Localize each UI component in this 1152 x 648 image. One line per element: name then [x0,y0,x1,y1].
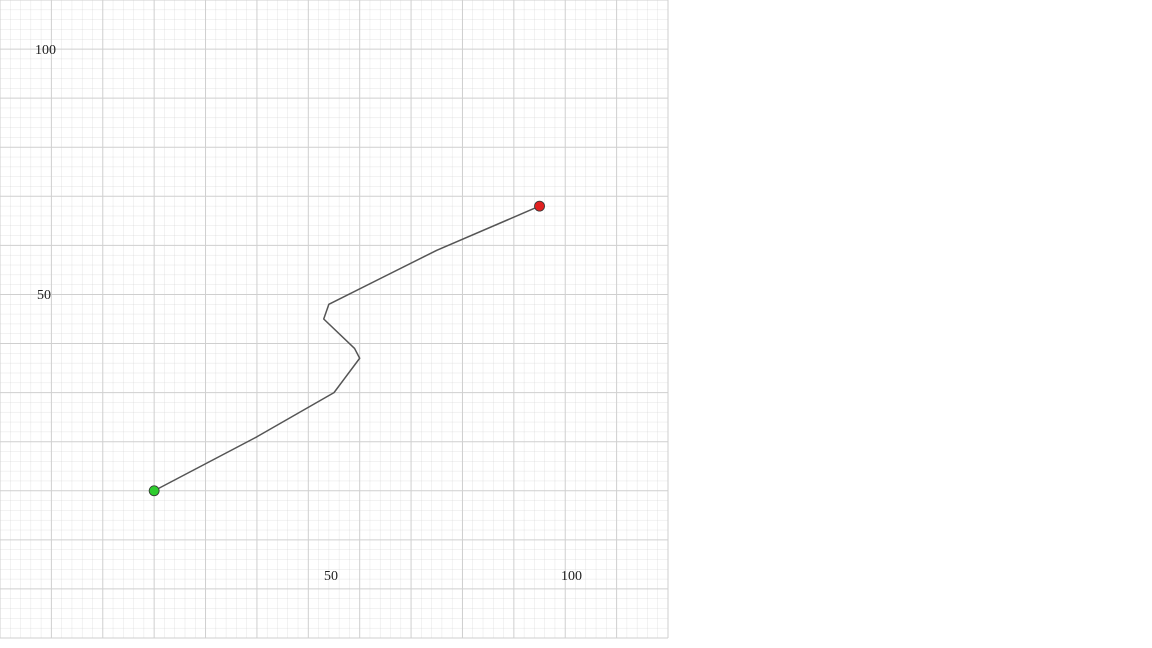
axes: 100 50 50 100 [35,43,582,584]
grid [0,0,669,639]
end-point-marker [534,200,545,212]
y-tick-label-50: 50 [37,288,51,303]
x-tick-label-100: 100 [561,569,582,584]
y-tick-label-100: 100 [35,43,56,58]
path-line [153,205,540,492]
start-point-marker [148,485,160,497]
series [148,200,545,497]
x-tick-label-50: 50 [324,569,338,584]
